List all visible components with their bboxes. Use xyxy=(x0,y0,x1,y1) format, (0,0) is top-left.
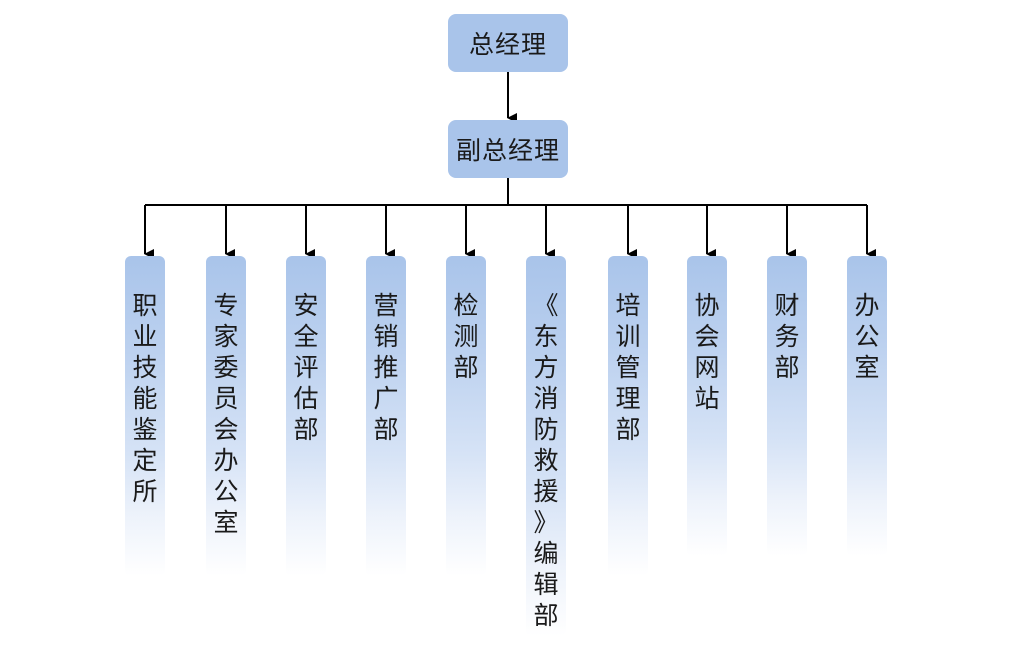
dept-label-d10: 办 公 室 xyxy=(854,291,880,382)
dept-label-d4: 营 销 推 广 部 xyxy=(373,291,399,444)
dept-box-d2 xyxy=(206,256,246,576)
dept-label-d1: 职 业 技 能 鉴 定 所 xyxy=(132,291,158,506)
node-deputy-manager-label: 副总经理 xyxy=(455,136,560,165)
node-deputy-manager: 副总经理 xyxy=(448,120,568,178)
dept-label-d5: 检 测 部 xyxy=(453,291,479,382)
node-general-manager: 总经理 xyxy=(448,14,568,72)
dept-label-d2: 专 家 委 员 会 办 公 室 xyxy=(213,291,239,537)
dept-box-d3 xyxy=(286,256,326,576)
dept-box-d10 xyxy=(847,256,887,556)
dept-label-d6: 《 东 方 消 防 救 援 》 编 辑 部 xyxy=(533,291,559,630)
dept-box-d5 xyxy=(446,256,486,576)
dept-box-d9 xyxy=(767,256,807,556)
dept-box-d8 xyxy=(687,256,727,556)
dept-box-d4 xyxy=(366,256,406,576)
dept-label-d3: 安 全 评 估 部 xyxy=(293,291,319,444)
node-general-manager-label: 总经理 xyxy=(468,30,547,59)
dept-label-d9: 财 务 部 xyxy=(774,291,800,382)
dept-label-d7: 培 训 管 理 部 xyxy=(615,291,641,444)
dept-box-d1 xyxy=(125,256,165,576)
dept-box-d7 xyxy=(608,256,648,576)
dept-box-d6 xyxy=(526,256,566,636)
dept-label-d8: 协 会 网 站 xyxy=(694,291,720,413)
